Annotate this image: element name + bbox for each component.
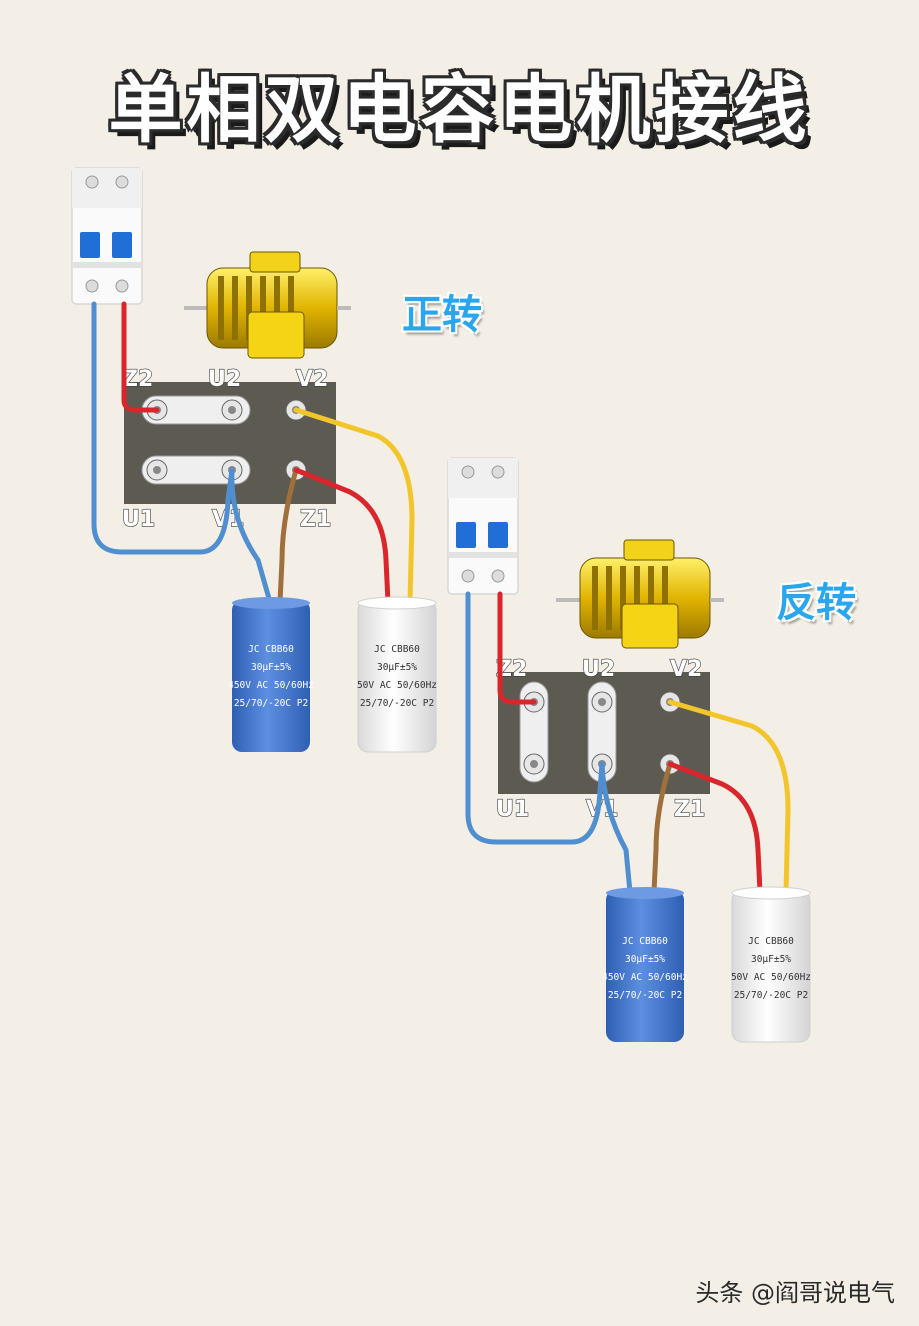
start-cap-text-2: 30μF±5% xyxy=(377,662,417,673)
start-cap-text-1-rev: JC CBB60 xyxy=(748,936,794,947)
terminal-label-u1: U1 xyxy=(122,507,155,532)
run-capacitor-reverse: JC CBB60 30μF±5% 450V AC 50/60Hz 25/70/-… xyxy=(602,887,688,1042)
forward-label: 正转 xyxy=(402,292,482,338)
reverse-label: 反转 xyxy=(776,580,856,626)
wire-blue-neutral xyxy=(91,301,235,555)
run-cap-text-3-rev: 450V AC 50/60Hz xyxy=(602,972,688,983)
motor-forward xyxy=(184,251,351,359)
wire-yellow-v2-rev xyxy=(667,699,791,895)
wire-blue-v1-cap xyxy=(229,467,273,605)
wire-red-z2 xyxy=(121,301,160,413)
start-cap-text-3: 50V AC 50/60Hz xyxy=(357,680,437,691)
wire-red-z1-startcap-rev xyxy=(667,761,763,895)
wire-blue-neutral-rev xyxy=(465,591,605,845)
wire-red-z1-startcap xyxy=(293,467,391,605)
wires-reverse xyxy=(465,591,791,895)
page-title: 单相双电容电机接线 xyxy=(108,67,811,153)
terminal-label-z2: Z2 xyxy=(122,367,153,392)
terminal-label-z1-rev: Z1 xyxy=(674,797,705,822)
start-cap-text-2-rev: 30μF±5% xyxy=(751,954,791,965)
terminal-label-v2-rev: V2 xyxy=(670,657,702,682)
run-cap-text-1: JC CBB60 xyxy=(248,644,294,655)
wire-brown-z1-cap-rev xyxy=(651,761,673,895)
run-cap-text-4-rev: 25/70/-20C P2 xyxy=(608,990,682,1001)
reverse-diagram: Z2 U2 V2 U1 V1 Z1 JC CBB60 3 xyxy=(447,457,811,1043)
terminal-label-v2: V2 xyxy=(296,367,328,392)
watermark-text: 头条 @阎哥说电气 xyxy=(695,1279,895,1307)
start-capacitor-reverse: JC CBB60 30μF±5% 50V AC 50/60Hz 25/70/-2… xyxy=(731,886,811,1043)
run-cap-text-4: 25/70/-20C P2 xyxy=(234,698,308,709)
run-cap-text-3: 450V AC 50/60Hz xyxy=(228,680,314,691)
forward-diagram: Z2 U2 V2 U1 V1 Z1 JC CBB60 3 xyxy=(71,167,437,753)
run-capacitor-forward: JC CBB60 30μF±5% 450V AC 50/60Hz 25/70/-… xyxy=(228,597,314,752)
terminal-label-u2-rev: U2 xyxy=(582,657,615,682)
terminal-board-reverse: Z2 U2 V2 U1 V1 Z1 xyxy=(495,656,710,823)
run-cap-text-2-rev: 30μF±5% xyxy=(625,954,665,965)
start-cap-text-1: JC CBB60 xyxy=(374,644,420,655)
wire-blue-v1-cap-rev xyxy=(599,761,633,895)
wire-red-z2-rev xyxy=(497,591,537,705)
start-cap-text-4: 25/70/-20C P2 xyxy=(360,698,434,709)
wire-brown-z1-cap xyxy=(277,467,299,605)
run-cap-text-1-rev: JC CBB60 xyxy=(622,936,668,947)
start-cap-text-4-rev: 25/70/-20C P2 xyxy=(734,990,808,1001)
start-capacitor-forward: JC CBB60 30μF±5% 50V AC 50/60Hz 25/70/-2… xyxy=(357,596,437,753)
terminal-label-z1: Z1 xyxy=(300,507,331,532)
breaker-forward xyxy=(71,167,143,305)
run-cap-text-2: 30μF±5% xyxy=(251,662,291,673)
terminal-label-u2: U2 xyxy=(208,367,241,392)
wires-forward xyxy=(91,301,415,605)
wire-yellow-v2 xyxy=(293,407,415,605)
start-cap-text-3-rev: 50V AC 50/60Hz xyxy=(731,972,811,983)
motor-reverse xyxy=(556,539,724,649)
breaker-reverse xyxy=(447,457,519,595)
terminal-label-u1-rev: U1 xyxy=(496,797,529,822)
